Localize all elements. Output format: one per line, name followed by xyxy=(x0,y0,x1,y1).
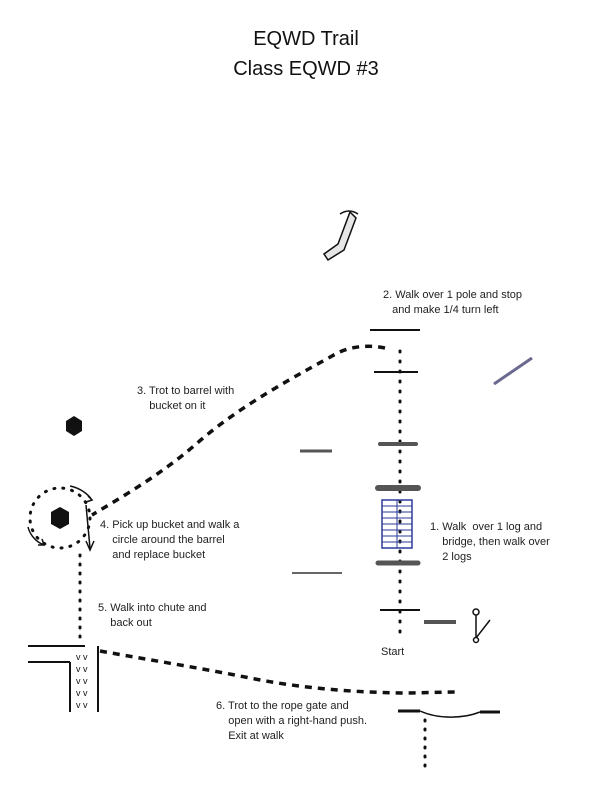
svg-text:v v: v v xyxy=(76,700,88,710)
barrel-icon xyxy=(66,416,82,436)
step-1-instruction: 1. Walk over 1 log and bridge, then walk… xyxy=(430,521,550,563)
step-2-instruction: 2. Walk over 1 pole and stop and make 1/… xyxy=(383,289,523,316)
barrel-with-bucket-icon xyxy=(51,507,69,529)
down-arrow xyxy=(85,504,91,549)
circle-around-barrel-path xyxy=(28,486,92,550)
trot-path-to-rope-gate xyxy=(99,649,461,695)
step-6-instruction: 6. Trot to the rope gate and open with a… xyxy=(216,700,368,742)
circle-direction-arrow xyxy=(69,485,93,501)
step-3-instruction: 3. Trot to barrel with bucket on it xyxy=(137,385,235,412)
circle-direction-arrow-2 xyxy=(27,526,45,546)
start-label: Start xyxy=(381,646,405,658)
rope-gate xyxy=(398,709,500,772)
svg-text:v v: v v xyxy=(76,676,88,686)
hinged-pole-icon xyxy=(472,608,491,644)
mailbox-icon xyxy=(322,210,359,262)
diagram-title: EQWD Trail xyxy=(253,28,359,50)
chute: v v v v v v v v v v xyxy=(28,645,99,712)
diagram-subtitle: Class EQWD #3 xyxy=(233,58,379,80)
step-4-instruction: 4. Pick up bucket and walk a circle arou… xyxy=(100,519,240,561)
svg-text:v v: v v xyxy=(76,664,88,674)
trot-path-to-barrel xyxy=(91,344,386,517)
step-5-instruction: 5. Walk into chute and back out xyxy=(98,602,207,629)
pole-prop-diagonal xyxy=(493,356,533,386)
bridge xyxy=(381,499,413,549)
svg-text:v v: v v xyxy=(76,688,88,698)
svg-text:v v: v v xyxy=(76,652,88,662)
